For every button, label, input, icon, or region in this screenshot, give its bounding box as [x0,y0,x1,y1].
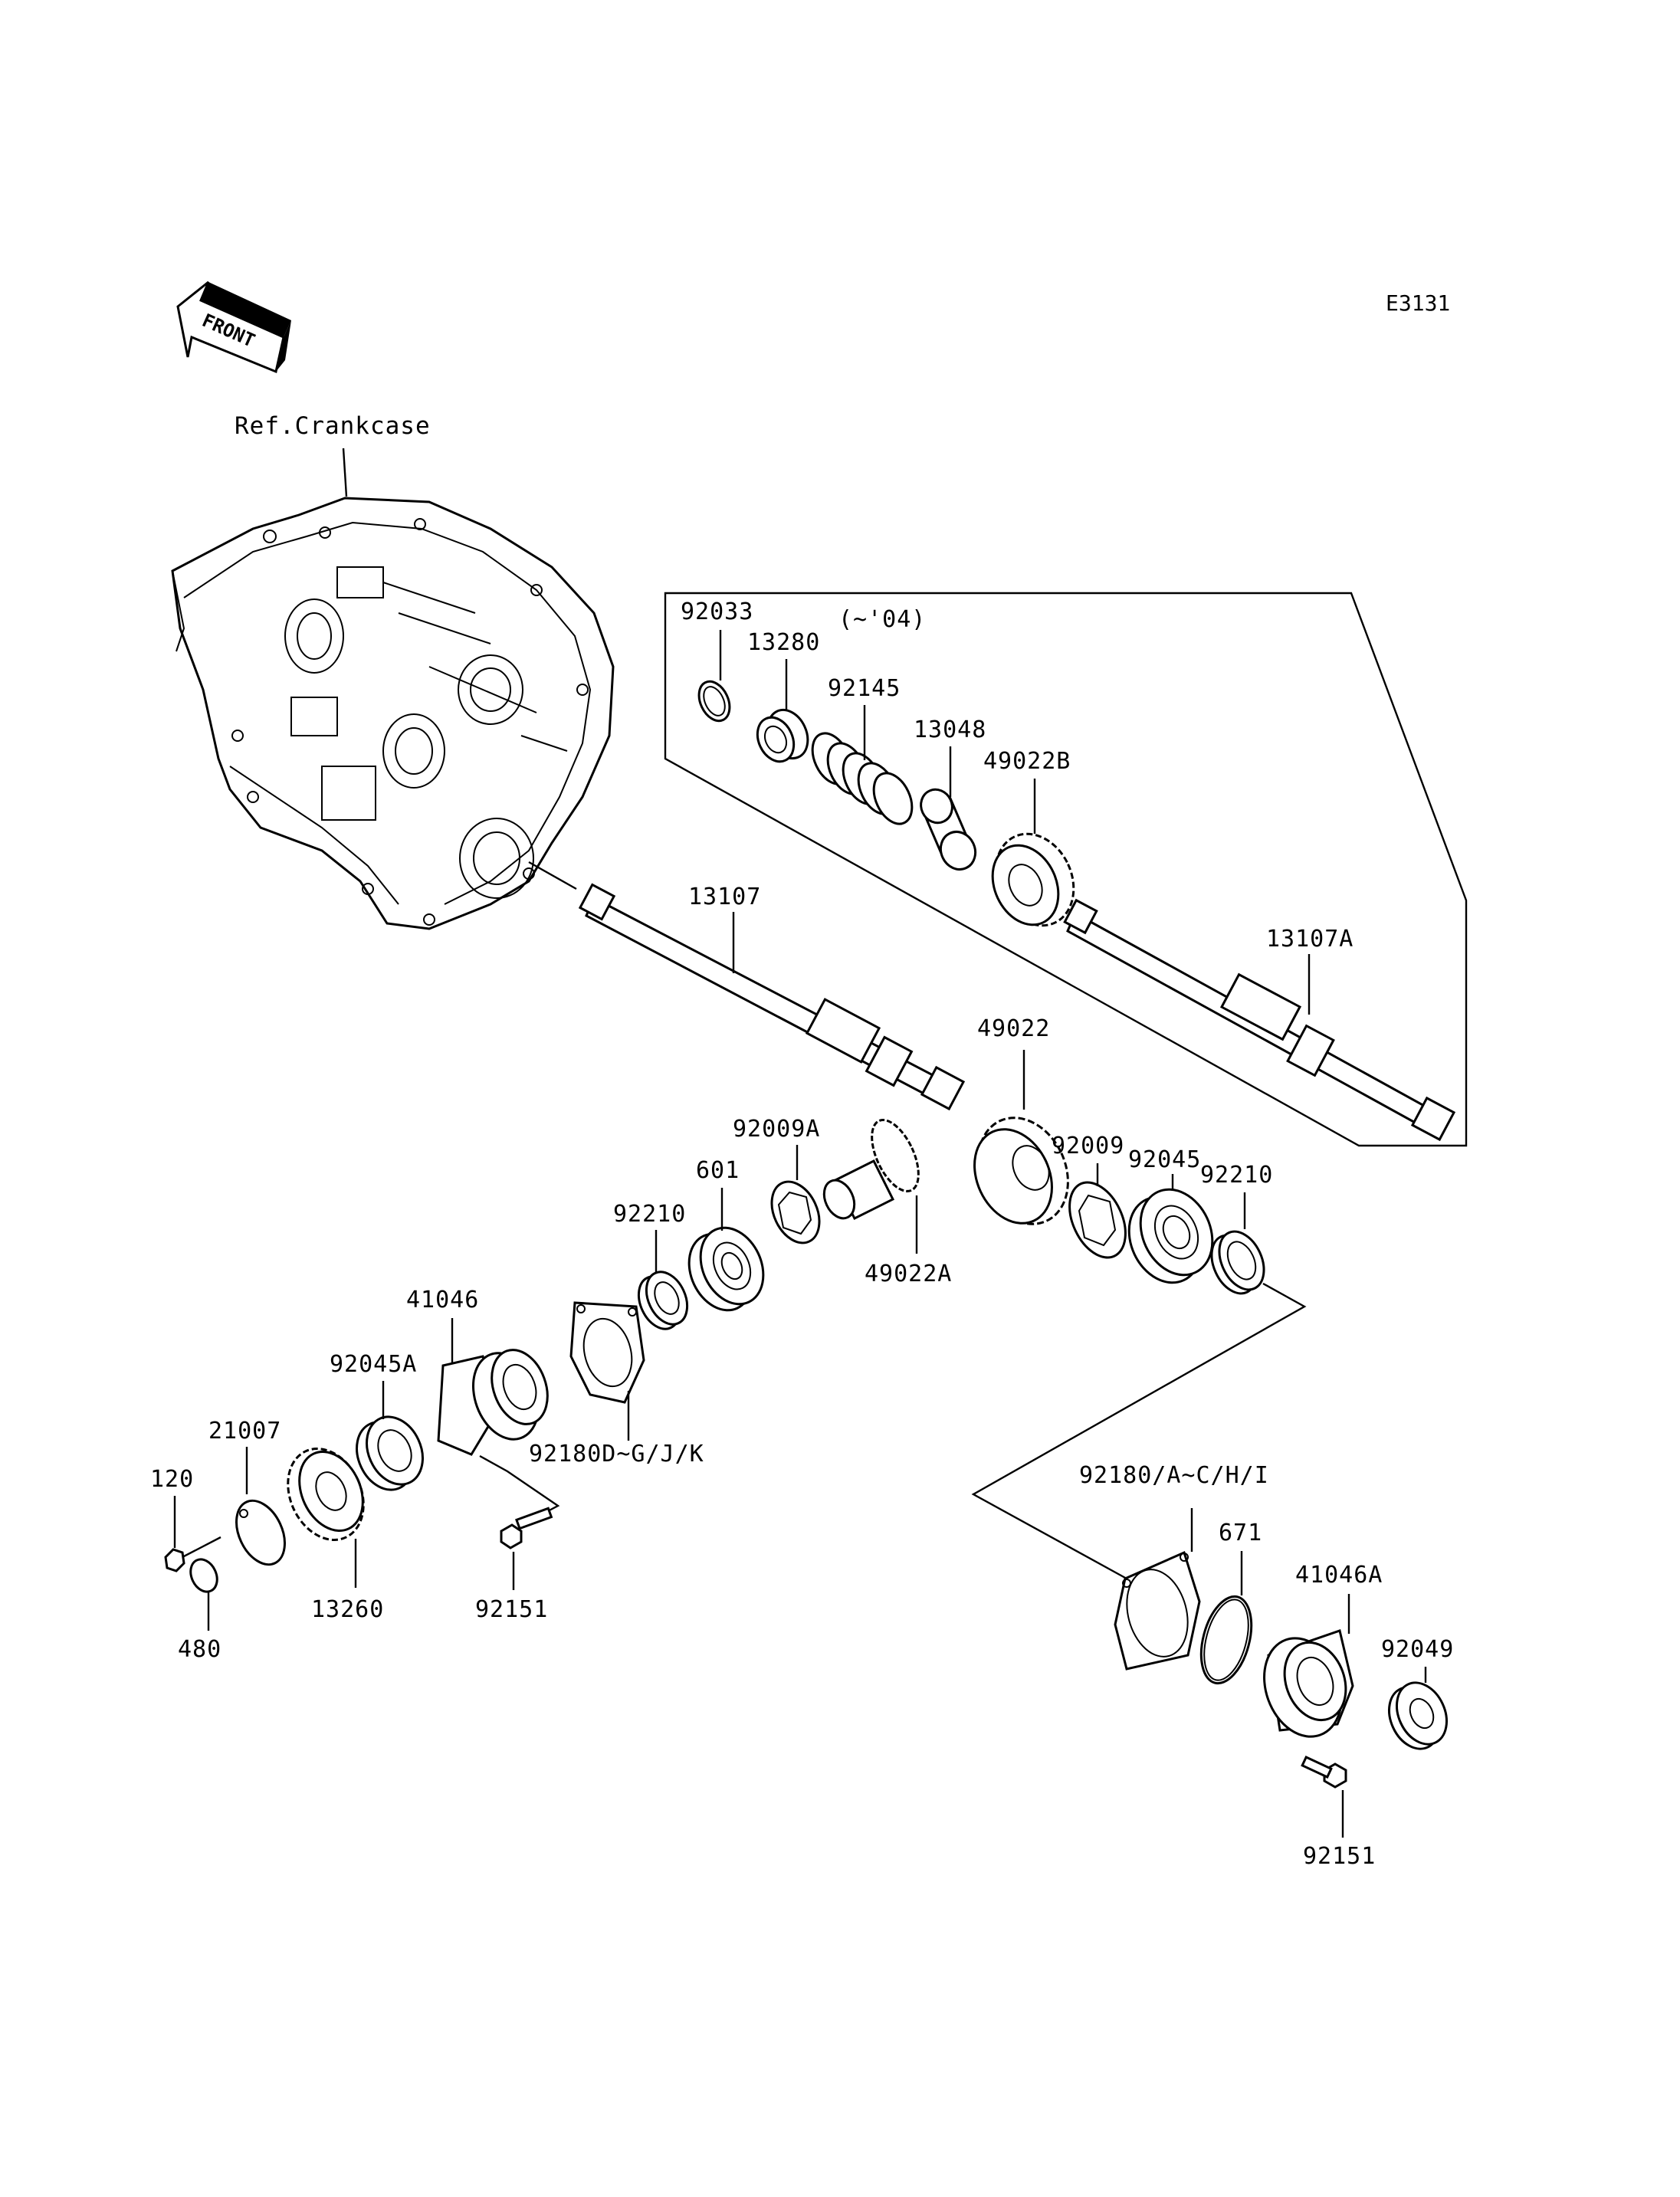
spring-92145 [811,732,914,825]
label-120: 120 [150,1466,194,1493]
label-480: 480 [178,1636,221,1663]
label-92033: 92033 [681,598,753,625]
diagram-code: E3131 [1386,290,1450,316]
label-92045A: 92045A [330,1351,417,1378]
shaft-13107A [1063,898,1456,1142]
gear-13260 [287,1448,365,1541]
circlip-92033 [697,680,731,723]
seal-92210-left [637,1271,689,1330]
label-13107A: 13107A [1266,926,1354,953]
shim-92009 [1068,1181,1127,1259]
ref-crankcase-label: Ref.Crankcase [235,412,431,440]
crankcase-drawing [171,497,615,930]
gear-49022A [822,1119,920,1221]
label-92210-right: 92210 [1200,1162,1273,1189]
label-41046: 41046 [406,1287,479,1313]
label-92145: 92145 [828,675,901,702]
housing-41046 [437,1349,549,1456]
shaft-13107 [578,883,966,1111]
shim-92009A [770,1180,821,1244]
kit-note: (~'04) [838,606,926,633]
gear-49022B [991,832,1075,927]
label-13107: 13107 [688,884,761,910]
label-92180ACHI: 92180/A~C/H/I [1079,1462,1269,1489]
label-92210-left: 92210 [613,1201,686,1228]
seal-92210-right [1210,1230,1265,1295]
label-92045: 92045 [1128,1146,1201,1173]
label-92180DGJK: 92180D~G/J/K [529,1441,704,1467]
part-13048 [920,788,977,871]
label-92009: 92009 [1052,1133,1124,1159]
bearing-92045A [356,1415,424,1491]
label-92151-left: 92151 [475,1596,548,1623]
gasket-92180DGJK [569,1301,645,1404]
collar-13280 [756,708,809,763]
label-13260: 13260 [311,1596,384,1623]
gear-49022 [973,1117,1069,1225]
o-ring-671 [1199,1595,1253,1685]
label-21007: 21007 [208,1418,281,1444]
label-671: 671 [1219,1520,1262,1546]
label-13048: 13048 [914,716,986,743]
bearing-92045 [1127,1188,1214,1284]
bolt-92151-right [1301,1755,1347,1789]
bearing-601 [687,1226,765,1312]
housing-41046A [1263,1629,1354,1738]
label-92049: 92049 [1381,1636,1454,1663]
gasket-92180ACHI [1114,1550,1201,1671]
bolt-120 [164,1536,221,1572]
washer-92049 [1388,1681,1448,1750]
bolt-92151-left [500,1507,553,1549]
circlip-480 [189,1558,218,1593]
label-92009A: 92009A [733,1116,820,1143]
part-21007 [235,1499,286,1566]
label-13280: 13280 [747,629,820,656]
label-49022A: 49022A [865,1261,952,1287]
label-49022: 49022 [977,1015,1050,1042]
label-601: 601 [696,1157,740,1184]
label-92151-right: 92151 [1303,1843,1376,1870]
label-41046A: 41046A [1295,1562,1383,1589]
front-arrow-icon: FRONT [176,280,291,374]
label-49022B: 49022B [983,748,1071,775]
kit-box [664,592,1468,1147]
